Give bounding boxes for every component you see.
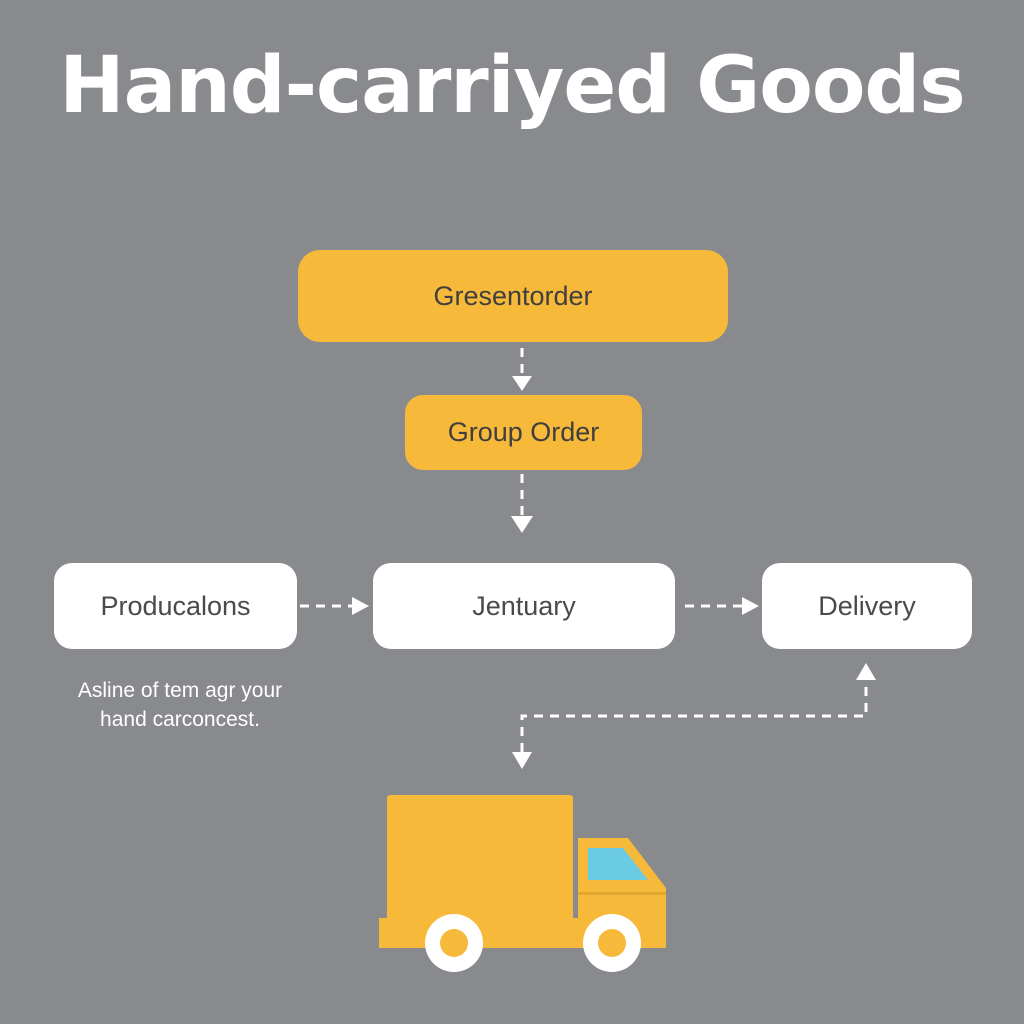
truck-front-wheel-hub [598, 929, 626, 957]
truck-window [588, 848, 648, 880]
caption-text: Asline of tem agr your hand carconcest. [60, 676, 300, 734]
caption-line-2: hand carconcest. [100, 708, 260, 731]
node-group-order: Group Order [405, 395, 642, 470]
arrowhead-right-delivery [742, 597, 759, 615]
truck-cargo-box [387, 795, 573, 923]
truck-rear-wheel-hub [440, 929, 468, 957]
arrowhead-down-middle [511, 516, 533, 533]
arrowhead-down-truck [512, 752, 532, 769]
node-delivery: Delivery [762, 563, 972, 649]
arrowhead-right-middle [352, 597, 369, 615]
arrowhead-up-delivery [856, 663, 876, 680]
node-producalons: Producalons [54, 563, 297, 649]
node-gresentorder: Gresentorder [298, 250, 728, 342]
truck-door-line [578, 892, 666, 895]
arrowhead-down-group [512, 376, 532, 391]
caption-line-1: Asline of tem agr your [77, 679, 283, 702]
node-jentuary: Jentuary [373, 563, 675, 649]
diagram-title: Hand-carriyed Goods [59, 41, 965, 131]
connector-truck-to-delivery [520, 680, 868, 752]
